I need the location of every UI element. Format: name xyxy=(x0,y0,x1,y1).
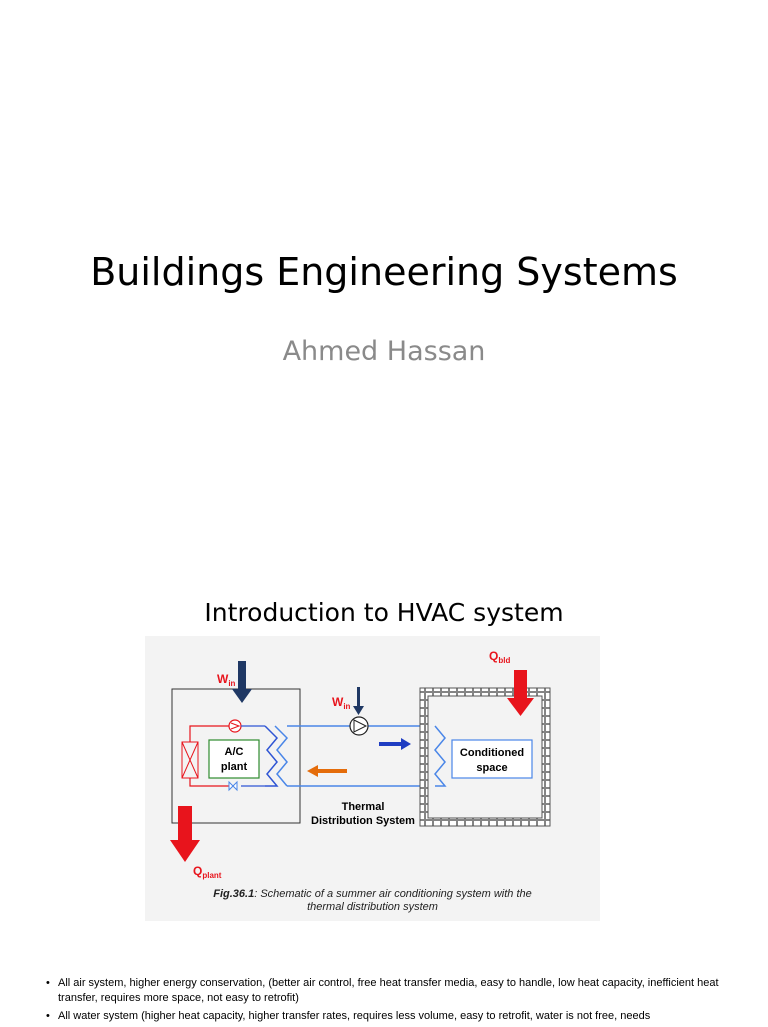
hvac-schematic-figure: A/C plant xyxy=(145,636,600,921)
q-plant-arrow xyxy=(170,806,200,862)
thermal-label-2: Distribution System xyxy=(311,815,415,827)
ac-plant-label-2: plant xyxy=(221,761,248,773)
hvac-schematic-svg: A/C plant xyxy=(170,649,551,880)
figure-caption: Fig.36.1: Schematic of a summer air cond… xyxy=(145,888,600,914)
figure-caption-text: : Schematic of a summer air conditioning… xyxy=(254,888,532,900)
condenser-coil-icon xyxy=(181,741,199,779)
bullet-all-air: All air system, higher energy conservati… xyxy=(46,976,736,1006)
presentation-title: Buildings Engineering Systems xyxy=(90,250,678,294)
slide-heading: Introduction to HVAC system xyxy=(204,598,564,627)
ac-plant-label-1: A/C xyxy=(225,746,244,758)
w-in-pump-label: Win xyxy=(332,695,351,711)
compressor-icon xyxy=(228,719,242,733)
evaporator-coil xyxy=(264,725,279,787)
author-name: Ahmed Hassan xyxy=(282,336,486,367)
bullet-all-water: All water system (higher heat capacity, … xyxy=(46,1009,736,1024)
return-flow-arrow xyxy=(307,765,347,777)
q-bld-arrow xyxy=(507,670,534,716)
q-bld-label: Qbld xyxy=(489,649,510,665)
figure-caption-text-2: thermal distribution system xyxy=(307,901,438,913)
pump-icon xyxy=(349,716,369,736)
supply-flow-arrow xyxy=(379,738,411,750)
q-plant-label: Qplant xyxy=(193,864,222,880)
conditioned-label-2: space xyxy=(476,762,507,774)
conditioned-space-box xyxy=(451,739,533,779)
work-input-arrow-left xyxy=(232,661,252,703)
slide-hvac-intro: Introduction to HVAC system xyxy=(0,576,768,1024)
expansion-valve-icon xyxy=(228,780,238,792)
conditioned-label-1: Conditioned xyxy=(460,747,524,759)
w-in-left-label: Win xyxy=(217,672,236,688)
ac-plant-box xyxy=(208,739,260,779)
chilled-water-coil xyxy=(274,725,289,787)
slide-title: Buildings Engineering Systems Ahmed Hass… xyxy=(90,250,678,367)
bullet-list: All air system, higher energy conservati… xyxy=(46,976,736,1027)
work-input-arrow-pump xyxy=(353,687,364,715)
figure-caption-number: Fig.36.1 xyxy=(213,888,255,900)
thermal-label-1: Thermal xyxy=(342,801,385,813)
terminal-coil xyxy=(434,725,447,787)
